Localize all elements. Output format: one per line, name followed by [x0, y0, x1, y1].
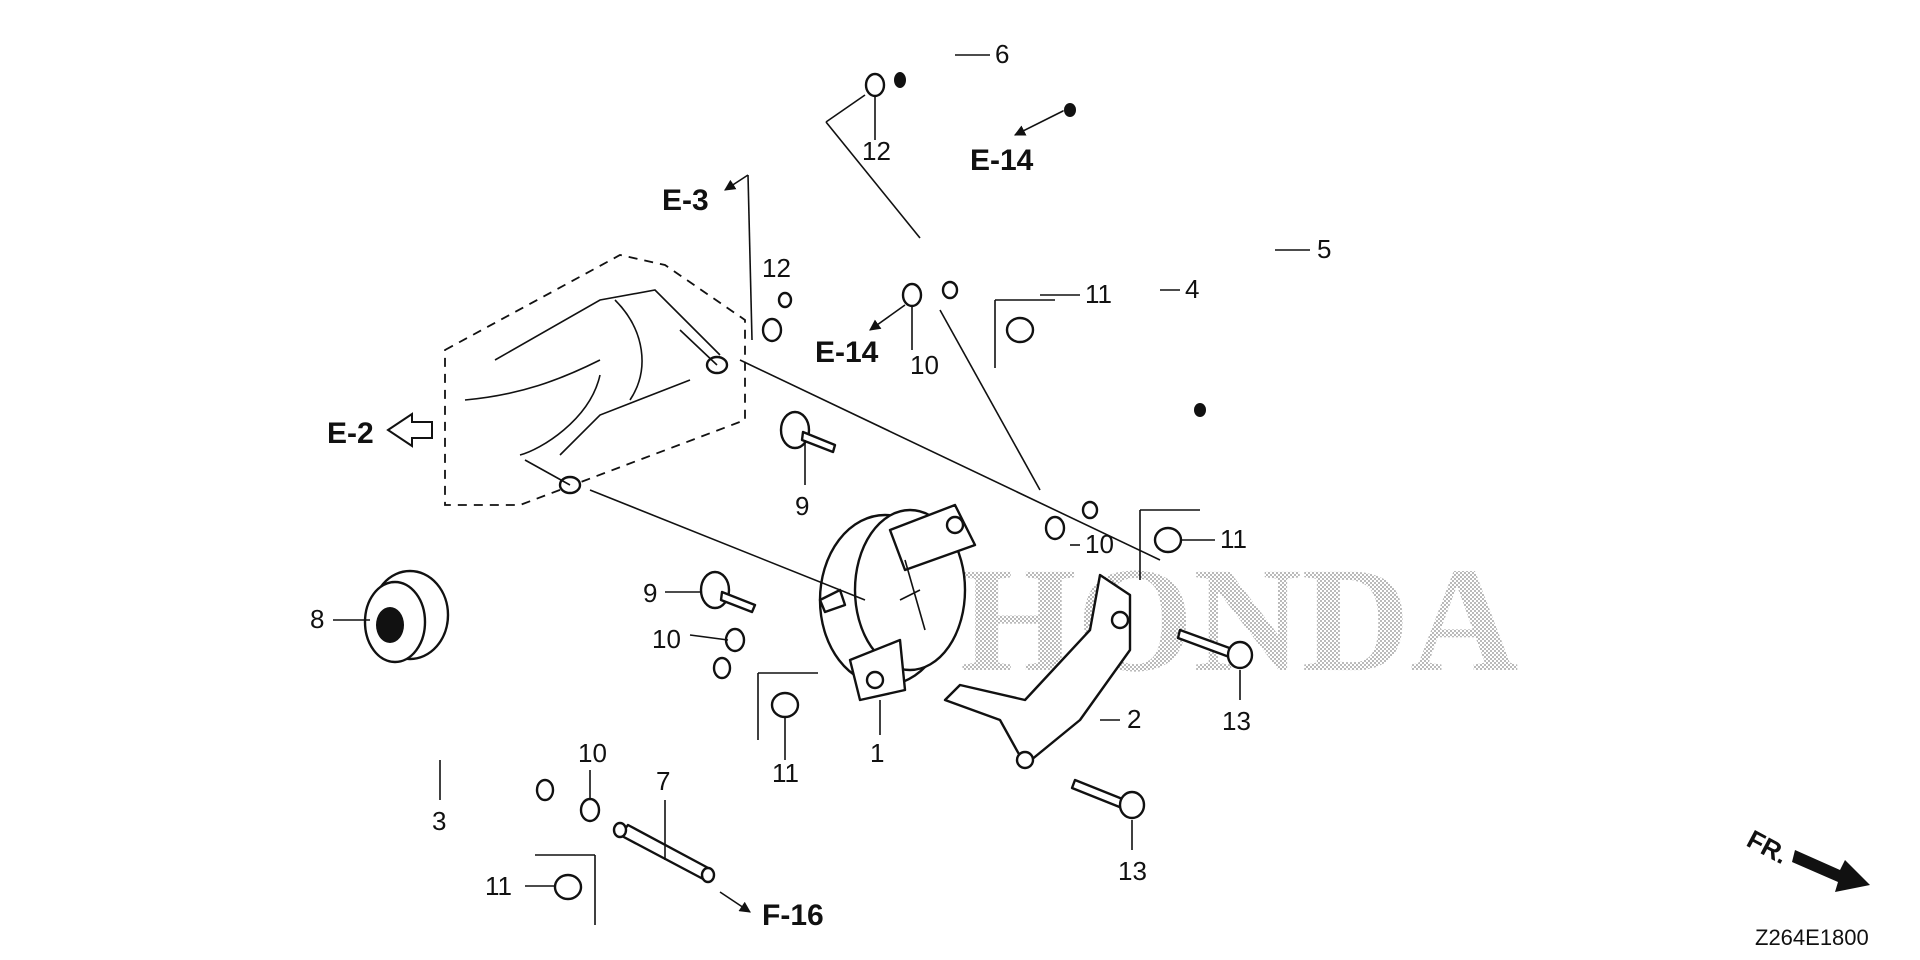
front-arrow-icon	[1792, 850, 1870, 892]
part-number-12-mid: 12	[762, 253, 791, 283]
part-number-11-low: 11	[485, 871, 512, 901]
part-number-5: 5	[1317, 234, 1331, 264]
clip-10-mid	[724, 627, 746, 653]
part-number-10-mid: 10	[652, 624, 681, 654]
front-label: FR.	[1742, 824, 1793, 870]
bolt-13-right	[1176, 628, 1254, 670]
part-number-3: 3	[432, 806, 446, 836]
hose-3	[423, 637, 732, 802]
hose-6	[777, 53, 961, 309]
clip-10-low	[579, 797, 601, 823]
part-number-11-top: 11	[1085, 279, 1112, 309]
part-number-9-low: 9	[643, 578, 657, 608]
bracket-2	[943, 573, 1132, 770]
ref-e2-label: E-2	[327, 417, 374, 450]
clip-12-mid	[761, 317, 783, 343]
figure-code: Z264E1800	[1755, 925, 1869, 950]
clip-symbol-11-low	[535, 854, 596, 925]
clip-10-right	[1044, 515, 1066, 541]
part-number-10-low: 10	[578, 738, 607, 768]
bolt-9-top	[779, 410, 837, 454]
part-number-11-mid: 11	[772, 758, 799, 788]
part-number-11-right: 11	[1220, 524, 1247, 554]
hose-5	[1063, 77, 1288, 417]
clip-symbol-11-right	[1139, 509, 1200, 580]
clip-10-top	[901, 282, 923, 308]
part-number-10-right: 10	[1085, 529, 1114, 559]
ref-e3-label: E-3	[662, 184, 709, 217]
leader-lines	[333, 54, 1310, 887]
connector-7	[612, 821, 716, 884]
part-number-7: 7	[656, 766, 670, 796]
clip-symbol-11-mid	[757, 672, 818, 740]
clip-12-top	[864, 72, 886, 98]
part-number-2: 2	[1127, 704, 1141, 734]
bolt-9-low	[699, 570, 757, 614]
part-number-13-right: 13	[1222, 706, 1251, 736]
part-number-10-top: 10	[910, 350, 939, 380]
part-number-9-top: 9	[795, 491, 809, 521]
part-number-12-top: 12	[862, 136, 891, 166]
ref-f16-label: F-16	[762, 899, 824, 932]
ref-e14-mid-label: E-14	[815, 336, 879, 369]
part-number-1: 1	[870, 738, 884, 768]
part-number-13-low: 13	[1118, 856, 1147, 886]
hose-4	[941, 189, 1163, 520]
bolt-13-low	[1070, 778, 1146, 820]
part-number-6: 6	[995, 39, 1009, 69]
clip-symbol-11-top	[994, 299, 1055, 368]
ref-e14-top-label: E-14	[970, 144, 1034, 177]
front-direction-indicator: FR.	[1742, 824, 1870, 892]
part-number-4: 4	[1185, 274, 1199, 304]
arrow-left-icon	[386, 412, 433, 448]
grommet-8	[363, 569, 450, 664]
fuel-pump-1	[818, 503, 977, 702]
part-number-8: 8	[310, 604, 324, 634]
frame-context-outline	[444, 254, 746, 506]
